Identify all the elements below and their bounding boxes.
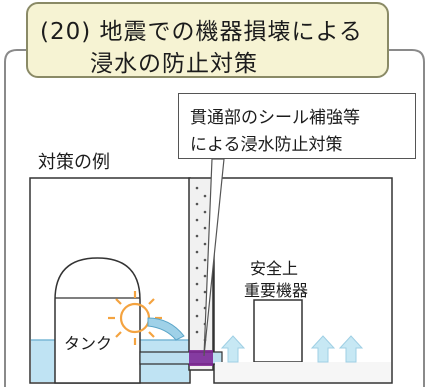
- title-box: (20) 地震での機器損壊による 浸水の防止対策: [26, 2, 389, 78]
- tank: [54, 257, 141, 384]
- seal-section: [189, 350, 213, 366]
- important-equipment-box: [253, 299, 303, 363]
- outer-frame: [4, 49, 425, 387]
- callout-line-2: による浸水防止対策: [190, 135, 343, 155]
- up-arrows: [220, 335, 364, 363]
- callout-line-1: 貫通部のシール補強等: [190, 108, 360, 128]
- partition-wall: [188, 177, 214, 371]
- right-room: [213, 177, 393, 384]
- water-spray: [147, 317, 185, 341]
- title-line-1: (20) 地震での機器損壊による: [40, 19, 363, 45]
- callout-pointer: [203, 158, 225, 357]
- callout-box: 貫通部のシール補強等 による浸水防止対策: [178, 93, 416, 159]
- equipment-label-line-1: 安全上: [250, 259, 299, 278]
- tank-label: タンク: [64, 334, 113, 353]
- example-label: 対策の例: [38, 152, 110, 173]
- title-line-2: 浸水の防止対策: [90, 51, 258, 77]
- right-floor: [215, 362, 391, 382]
- equipment-label-line-2: 重要機器: [244, 281, 309, 300]
